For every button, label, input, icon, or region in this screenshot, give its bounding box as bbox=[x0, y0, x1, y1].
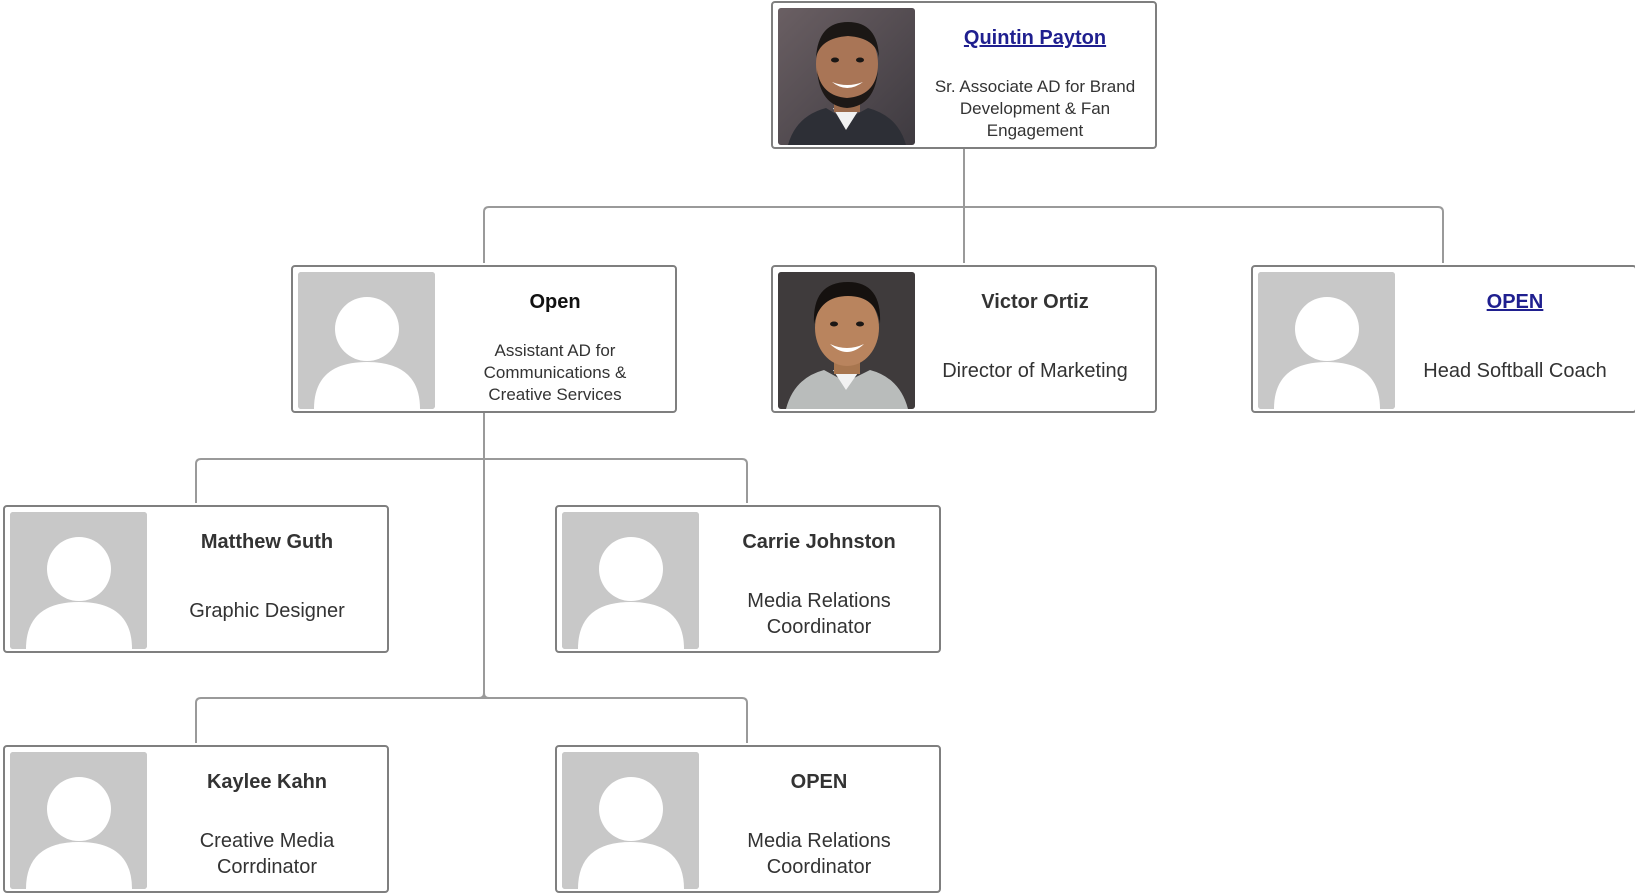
org-node-victor-ortiz-info: Victor Ortiz Director of Marketing bbox=[919, 267, 1151, 411]
placeholder-avatar bbox=[10, 752, 147, 889]
person-silhouette-icon bbox=[562, 752, 699, 889]
org-node-carrie-johnston: Carrie Johnston Media Relations Coordina… bbox=[555, 505, 941, 653]
org-node-assistant-ad: Open Assistant AD for Communications & C… bbox=[291, 265, 677, 413]
connector-root-to-level2 bbox=[483, 148, 1444, 263]
placeholder-avatar bbox=[562, 512, 699, 649]
org-node-root-info: Quintin Payton Sr. Associate AD for Bran… bbox=[919, 3, 1151, 147]
photo-victor-ortiz bbox=[778, 272, 915, 409]
org-node-assistant-ad-info: Open Assistant AD for Communications & C… bbox=[439, 267, 671, 411]
org-node-matthew-guth: Matthew Guth Graphic Designer bbox=[3, 505, 389, 653]
placeholder-avatar bbox=[562, 752, 699, 889]
job-title: Media Relations Coordinator bbox=[747, 590, 891, 638]
job-title: Creative Media Corrdinator bbox=[199, 830, 335, 878]
org-node-victor-ortiz: Victor Ortiz Director of Marketing bbox=[771, 265, 1157, 413]
person-silhouette-icon bbox=[562, 512, 699, 649]
person-name: Matthew Guth bbox=[200, 531, 334, 553]
job-title: Graphic Designer bbox=[189, 600, 345, 622]
portrait-man-smiling-icon bbox=[778, 272, 915, 409]
job-title: Sr. Associate AD for Brand Development &… bbox=[934, 77, 1136, 140]
job-title: Assistant AD for Communications & Creati… bbox=[483, 341, 627, 404]
org-node-root: Quintin Payton Sr. Associate AD for Bran… bbox=[771, 1, 1157, 149]
job-title: Director of Marketing bbox=[942, 360, 1128, 382]
placeholder-avatar bbox=[298, 272, 435, 409]
org-node-kaylee-kahn-info: Kaylee Kahn Creative Media Corrdinator bbox=[151, 747, 383, 891]
person-name: Kaylee Kahn bbox=[206, 771, 328, 793]
connector-open-to-level3 bbox=[195, 413, 748, 743]
job-title: Media Relations Coordinator bbox=[747, 830, 891, 878]
org-node-open-media-relations: OPEN Media Relations Coordinator bbox=[555, 745, 941, 893]
person-silhouette-icon bbox=[298, 272, 435, 409]
person-name: OPEN bbox=[790, 771, 848, 793]
person-silhouette-icon bbox=[10, 752, 147, 889]
person-silhouette-icon bbox=[1258, 272, 1395, 409]
org-node-head-softball-coach: OPEN Head Softball Coach bbox=[1251, 265, 1635, 413]
job-title: Head Softball Coach bbox=[1423, 360, 1607, 382]
person-name-link[interactable]: Quintin Payton bbox=[963, 27, 1107, 49]
person-name: Carrie Johnston bbox=[742, 531, 896, 553]
org-node-open-media-relations-info: OPEN Media Relations Coordinator bbox=[703, 747, 935, 891]
org-node-matthew-guth-info: Matthew Guth Graphic Designer bbox=[151, 507, 383, 651]
placeholder-avatar bbox=[1258, 272, 1395, 409]
person-silhouette-icon bbox=[10, 512, 147, 649]
org-node-kaylee-kahn: Kaylee Kahn Creative Media Corrdinator bbox=[3, 745, 389, 893]
person-name-link[interactable]: OPEN bbox=[1486, 291, 1544, 313]
photo-quintin-payton bbox=[778, 8, 915, 145]
placeholder-avatar bbox=[10, 512, 147, 649]
person-name: Open bbox=[529, 291, 581, 313]
org-node-head-softball-coach-info: OPEN Head Softball Coach bbox=[1399, 267, 1631, 411]
portrait-man-beard-icon bbox=[778, 8, 915, 145]
org-node-carrie-johnston-info: Carrie Johnston Media Relations Coordina… bbox=[703, 507, 935, 651]
person-name: Victor Ortiz bbox=[981, 291, 1089, 313]
